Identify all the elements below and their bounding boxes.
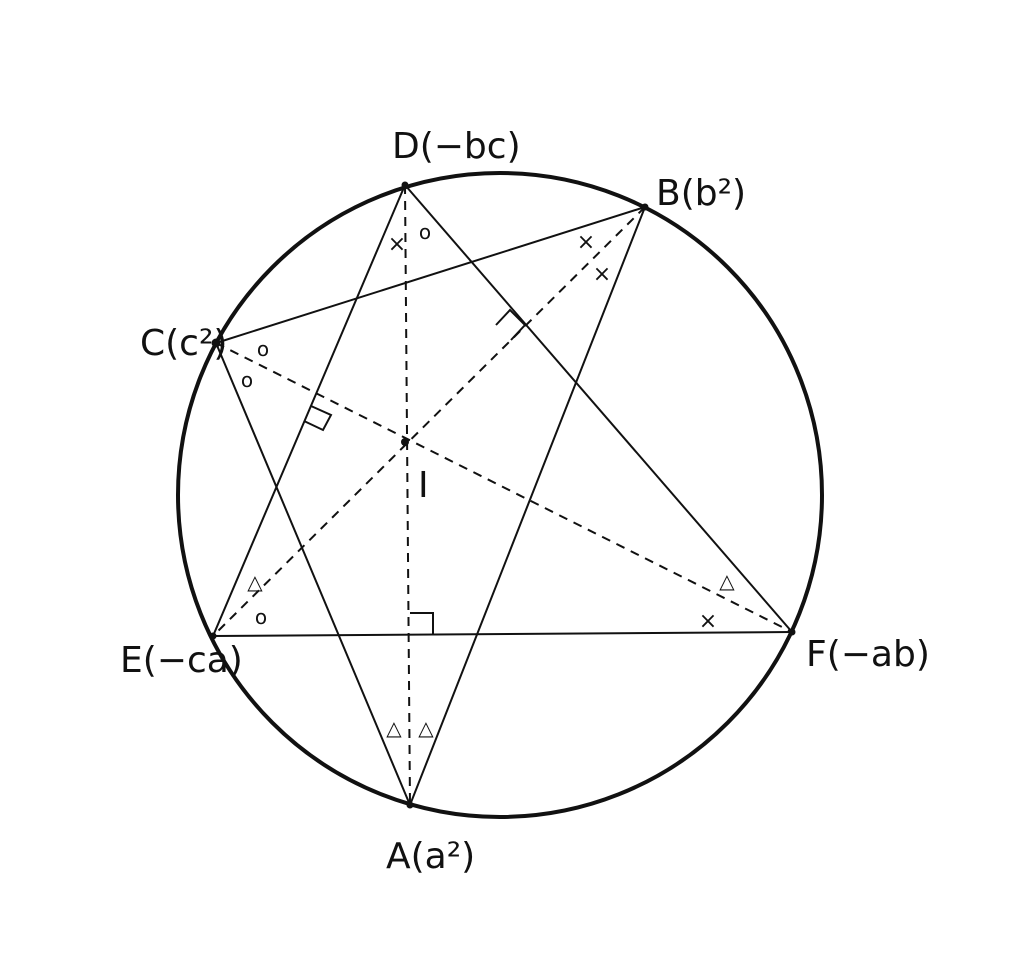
right-angle-marker-DE (303, 405, 333, 432)
segment-CA (215, 342, 411, 806)
incenter-point (401, 438, 409, 446)
vertex-label-D: D(−bc) (392, 126, 521, 167)
angle-mark-circle: o (419, 220, 431, 244)
vertex-label-C: C(c²) (140, 323, 227, 364)
angle-mark-circle: o (257, 337, 269, 361)
vertex-dot-A (406, 801, 414, 809)
solid-segments (212, 184, 793, 806)
vertex-label-B: B(b²) (656, 173, 746, 214)
dashed-segment-CF (215, 342, 793, 633)
segment-EF (212, 631, 793, 637)
angle-mark-cross: × (577, 230, 595, 255)
segment-BA (409, 206, 646, 806)
angle-mark-triangle: △ (247, 570, 263, 594)
circumcircle (176, 171, 824, 819)
angle-mark-cross: × (388, 232, 406, 257)
angle-mark-triangle: △ (418, 716, 434, 740)
vertex-label-A: A(a²) (386, 836, 475, 877)
dashed-segment-DA (404, 184, 411, 806)
segment-DF (404, 184, 793, 633)
segment-DE (212, 184, 406, 637)
right-angle-marker-EF (410, 612, 434, 634)
dashed-segment-BE (212, 206, 646, 637)
angle-mark-triangle: △ (386, 716, 402, 740)
vertex-dot-B (641, 203, 649, 211)
angle-mark-cross: × (593, 262, 611, 287)
right-angle-marker-DF (495, 308, 527, 341)
vertex-label-F: F(−ab) (806, 634, 930, 675)
right-angle-markers (303, 308, 527, 634)
angle-mark-circle: o (255, 605, 267, 629)
incenter-label: I (418, 465, 429, 506)
vertex-dots (209, 181, 796, 809)
vertex-dot-E (209, 632, 217, 640)
vertex-labels: D(−bc) B(b²) C(c²) E(−ca) F(−ab) A(a²) (120, 126, 930, 877)
vertex-dot-D (401, 181, 409, 189)
angle-mark-triangle: △ (719, 569, 735, 593)
vertex-label-E: E(−ca) (120, 640, 243, 681)
vertex-dot-F (788, 628, 796, 636)
vertex-dot-C (211, 338, 221, 348)
angle-mark-cross: × (699, 609, 717, 634)
dashed-segments (212, 184, 793, 806)
angle-marks: o o o o × × × × △ △ △ △ (241, 220, 735, 740)
angle-mark-circle: o (241, 368, 253, 392)
segment-CB (215, 206, 646, 344)
